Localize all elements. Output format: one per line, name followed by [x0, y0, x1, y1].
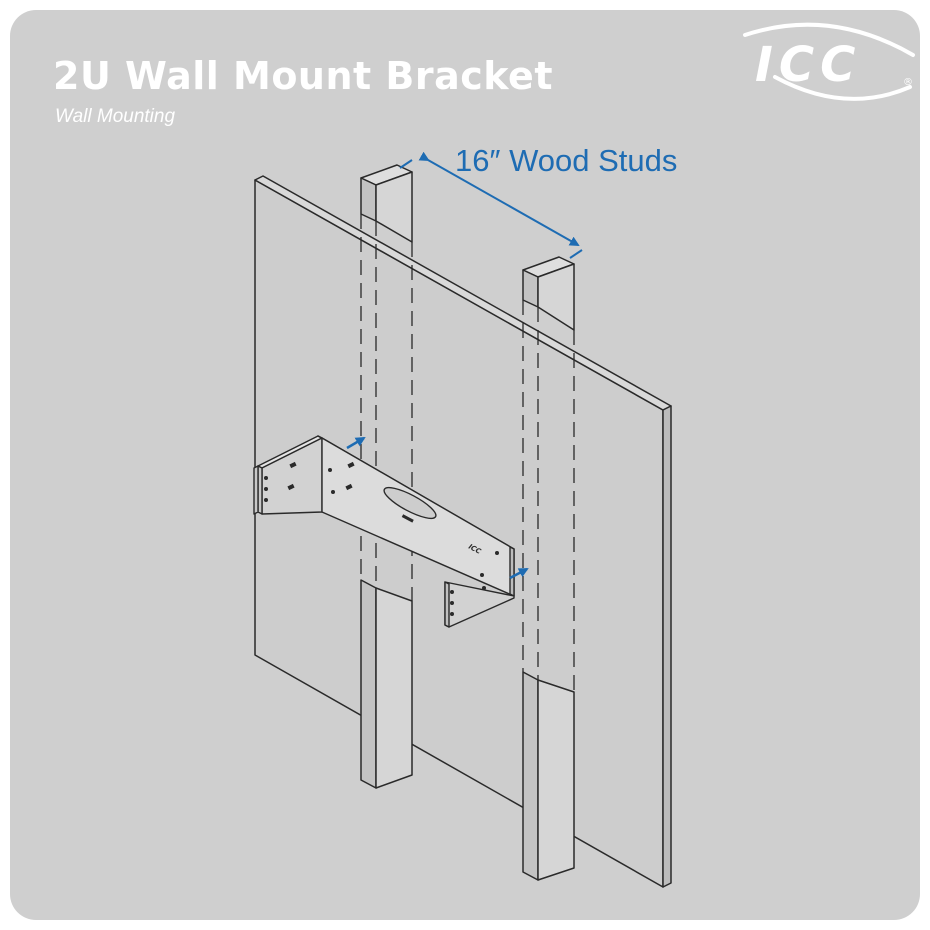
- icc-logo: ICC ®: [743, 22, 915, 101]
- registered-mark: ®: [903, 77, 913, 88]
- wood-stud-right: [522, 256, 575, 881]
- page-subtitle: Wall Mounting: [55, 106, 176, 127]
- arrow-icon: [346, 436, 529, 580]
- wood-stud-right-hidden: [522, 300, 575, 692]
- bracket-details: [264, 461, 499, 616]
- wall-mount-bracket: [253, 435, 515, 628]
- stud-spacing-dimension: [399, 151, 583, 259]
- wood-stud-left: [360, 164, 413, 789]
- page-title: 2U Wall Mount Bracket: [53, 54, 553, 98]
- logo-text: ICC: [755, 37, 861, 93]
- bracket-slot: [383, 486, 437, 520]
